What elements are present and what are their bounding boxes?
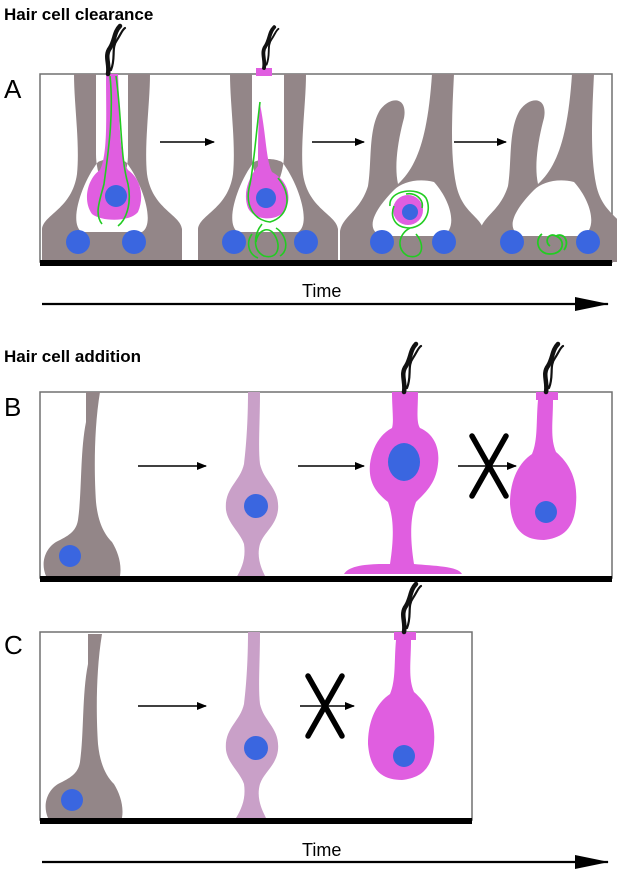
addition-support-cell [43,392,121,576]
basement-membrane [40,818,472,824]
addition-precursor-cell [225,632,279,818]
panel-a [39,25,617,266]
section-title-addition: Hair cell addition [4,347,141,366]
addition-precursor-cell [225,392,279,578]
time-label-top: Time [302,281,341,301]
addition-mature-hair-cell [510,344,577,540]
addition-support-cell [45,634,123,818]
clearance-stage-4 [480,74,617,262]
panel-label-a: A [4,74,22,104]
basement-membrane [40,576,612,582]
basement-membrane [40,260,612,266]
panel-label-c: C [4,630,23,660]
time-label-bottom: Time [302,840,341,860]
clearance-stage-1 [42,26,182,262]
clearance-stage-3 [340,74,484,262]
clearance-stage-2 [198,25,338,262]
panel-c [39,584,473,824]
panel-b [39,344,613,582]
addition-immature-hair-cell [344,344,462,574]
addition-mature-hair-cell [368,584,435,780]
panel-label-b: B [4,392,21,422]
section-title-clearance: Hair cell clearance [4,5,153,24]
